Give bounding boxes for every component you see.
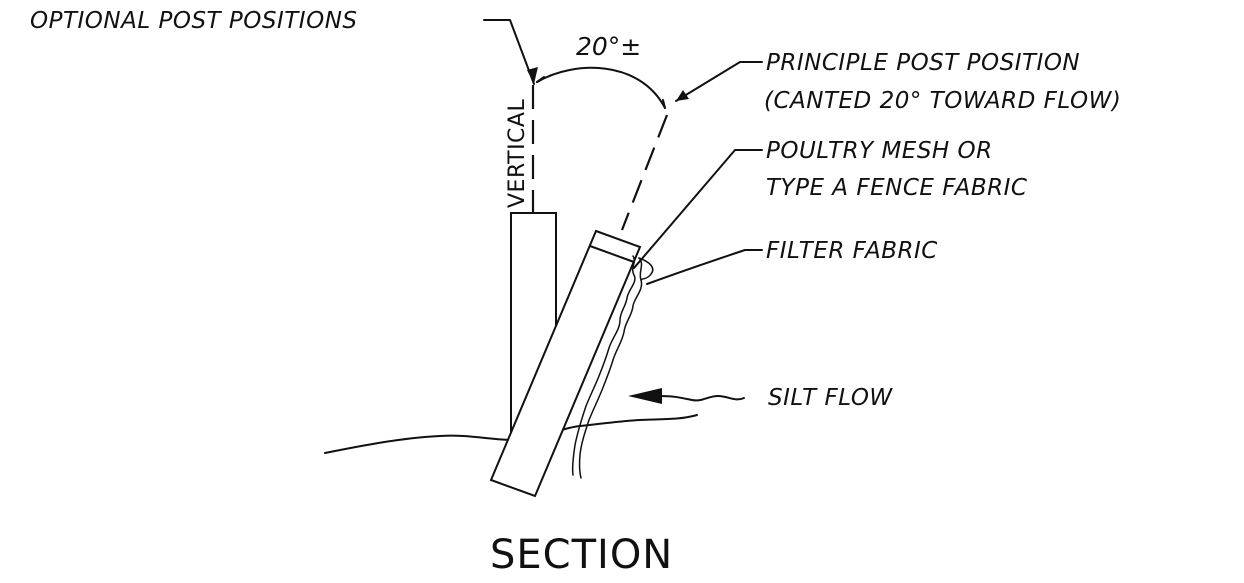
leader-arrowhead-principle [676, 90, 689, 101]
silt-flow-arrow-line [659, 395, 745, 402]
angle-arc-tick-left [536, 76, 545, 83]
leader-arrowhead-optional [527, 67, 538, 84]
fence-fabric-line [571, 255, 636, 476]
canted-post [489, 229, 642, 498]
label-principle-post-position-line1: PRINCIPLE POST POSITION [766, 50, 1080, 76]
leader-filter-fabric [646, 249, 763, 285]
silt-flow-arrowhead [628, 388, 662, 404]
filter-fabric-fold [638, 257, 654, 281]
drawing-title: SECTION [490, 532, 673, 578]
label-angle: 20°± [576, 32, 641, 61]
label-poultry-mesh-line2: TYPE A FENCE FABRIC [766, 175, 1027, 201]
label-vertical: VERTICAL [505, 99, 530, 208]
angle-arc [536, 66, 666, 109]
filter-fabric-line [578, 257, 643, 479]
label-silt-flow: SILT FLOW [768, 385, 893, 411]
label-filter-fabric: FILTER FABRIC [766, 238, 938, 264]
label-poultry-mesh-line1: POULTRY MESH OR [766, 138, 993, 164]
label-optional-post-positions: OPTIONAL POST POSITIONS [30, 8, 358, 34]
label-principle-post-position-line2: (CANTED 20° TOWARD FLOW) [764, 88, 1121, 114]
canted-post-cap [589, 245, 635, 263]
leader-optional-post-positions [483, 19, 535, 85]
leader-principle-post-position [675, 61, 763, 102]
angle-arc-tick-right [662, 99, 666, 109]
leader-poultry-mesh [633, 149, 763, 269]
canted-centerline [620, 114, 669, 231]
